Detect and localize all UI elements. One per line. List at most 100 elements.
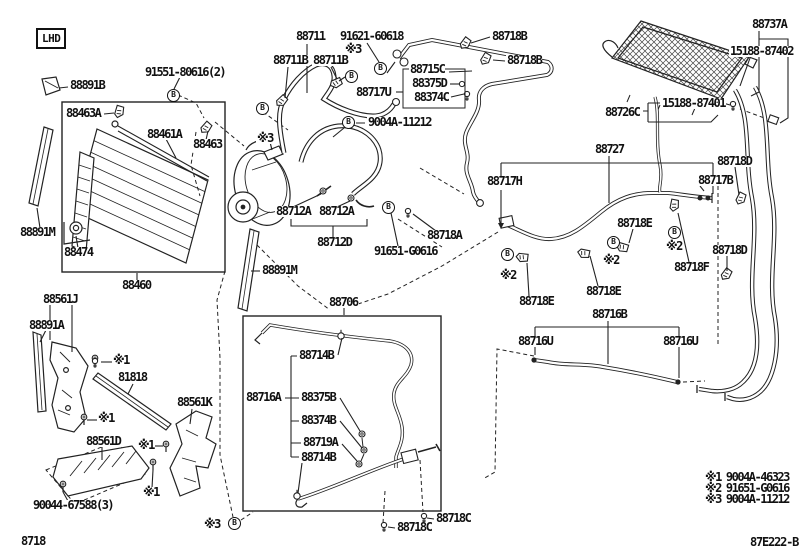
part-label-88474: 88474 <box>63 245 94 259</box>
condenser-assembly <box>61 101 226 273</box>
pipe-88726C <box>653 96 663 193</box>
part-label-88716U-r: 88716U <box>662 334 699 348</box>
part-label-ref3-mid: ※3 <box>256 131 274 145</box>
part-label-88463: 88463 <box>192 137 223 151</box>
part-label-88460: 88460 <box>121 278 152 292</box>
bolt-marker-b-ref2b: B <box>607 236 620 249</box>
page-code: 8718 <box>21 534 46 548</box>
part-label-88717H: 88717H <box>486 174 523 188</box>
part-label-88706: 88706 <box>328 295 359 309</box>
part-label-88375B: 88375B <box>300 390 337 404</box>
part-label-81818: 81818 <box>117 370 148 384</box>
part-label-88718D-b: 88718D <box>711 243 748 257</box>
suction-hose-88712 <box>298 123 383 208</box>
bolt-marker-b-91621: B <box>374 62 387 75</box>
part-label-88718B-1: 88718B <box>491 29 528 43</box>
pipe-88716B <box>531 357 681 385</box>
part-label-88716U-l: 88716U <box>517 334 554 348</box>
part-label-88374B: 88374B <box>300 413 337 427</box>
radiator-support-panel <box>602 20 758 116</box>
legend-symbol: ※3 <box>705 492 722 506</box>
part-label-88718C-l: 88718C <box>396 520 433 534</box>
part-label-88711: 88711 <box>295 29 326 43</box>
part-label-88718E-b: 88718E <box>585 284 622 298</box>
part-label-88714B-b: 88714B <box>300 450 337 464</box>
part-label-88891M-left: 88891M <box>19 225 56 239</box>
part-label-ref3-top: ※3 <box>344 42 362 56</box>
part-label-88463A: 88463A <box>65 106 102 120</box>
legend-symbol: ※2 <box>705 481 722 495</box>
pipe-88727 <box>498 191 713 242</box>
bolt-marker-b-91651: B <box>382 201 395 214</box>
arrow-88717H <box>498 223 504 229</box>
part-label-91651-G0616: 91651-G0616 <box>373 244 438 258</box>
part-label-88717U: 88717U <box>355 85 392 99</box>
part-label-88719A: 88719A <box>302 435 339 449</box>
pad-88891B <box>41 76 61 96</box>
figure-code: 87E222-B <box>750 535 799 549</box>
part-label-ref1-b: ※1 <box>97 411 115 425</box>
part-label-88891A: 88891A <box>28 318 65 332</box>
part-label-91551-80616: 91551-80616(2) <box>144 65 227 79</box>
part-label-88716A: 88716A <box>245 390 282 404</box>
part-label-88718F: 88718F <box>673 260 710 274</box>
part-label-ref1-a: ※1 <box>112 353 130 367</box>
part-label-88737A: 88737A <box>751 17 788 31</box>
part-label-88374C: 88374C <box>413 90 450 104</box>
pipe-88717U <box>392 37 554 207</box>
part-label-ref2-a: ※2 <box>665 239 683 253</box>
part-label-88712A-l: 88712A <box>275 204 312 218</box>
air-deflectors <box>49 341 217 497</box>
part-label-88714B-a: 88714B <box>298 348 335 362</box>
part-label-88718D-t: 88718D <box>716 154 753 168</box>
seal-strips <box>28 126 260 413</box>
compressor <box>227 139 291 226</box>
part-label-88561J: 88561J <box>42 292 79 306</box>
part-label-88727: 88727 <box>594 142 625 156</box>
part-label-9004A-11212: 9004A-11212 <box>367 115 432 129</box>
bolt-marker-b-ref2c: B <box>501 248 514 261</box>
bolt-marker-b-ref3: B <box>256 102 269 115</box>
tube-assy-88706 <box>242 315 442 512</box>
part-label-88717B: 88717B <box>697 173 734 187</box>
part-label-88726C: 88726C <box>604 105 641 119</box>
part-label-88712D: 88712D <box>316 235 353 249</box>
part-label-88718E-c: 88718E <box>518 294 555 308</box>
part-label-88716B: 88716B <box>591 307 628 321</box>
legend-part-number: 9004A-46323 <box>725 470 790 484</box>
part-label-88718E-a: 88718E <box>616 216 653 230</box>
part-label-ref2-c: ※2 <box>499 268 517 282</box>
part-label-88375D: 88375D <box>411 76 448 90</box>
part-label-88461A: 88461A <box>146 127 183 141</box>
part-label-88561D: 88561D <box>85 434 122 448</box>
bolt-marker-b-88711B: B <box>345 70 358 83</box>
part-label-ref3-bottom: ※3 <box>203 517 221 531</box>
part-label-ref1-c: ※1 <box>137 438 155 452</box>
bolt-marker-b-bottom: B <box>228 517 241 530</box>
part-label-88891M-mid: 88891M <box>261 263 298 277</box>
legend-part-number: 9004A-11212 <box>725 492 790 506</box>
part-label-88718A: 88718A <box>426 228 463 242</box>
part-label-90044-67588: 90044-67588(3) <box>32 498 115 512</box>
part-label-ref2-b: ※2 <box>602 253 620 267</box>
part-label-88718B-2: 88718B <box>506 53 543 67</box>
part-label-ref1-d: ※1 <box>142 485 160 499</box>
part-label-15188-87402: 15188-87402 <box>729 44 794 58</box>
legend-symbol: ※1 <box>705 470 722 484</box>
part-label-88711B-r: 88711B <box>312 53 349 67</box>
part-label-88891B: 88891B <box>69 78 106 92</box>
bolt-marker-b-9004A: B <box>342 116 355 129</box>
legend-part-number: 91651-G0616 <box>725 481 790 495</box>
part-label-88715C: 88715C <box>409 62 446 76</box>
part-label-88718C-r: 88718C <box>435 511 472 525</box>
bolt-marker-b-ref2a: B <box>668 226 681 239</box>
part-label-15188-87401: 15188-87401 <box>661 96 726 110</box>
part-label-88711B-l: 88711B <box>272 53 309 67</box>
part-label-88712A-r: 88712A <box>318 204 355 218</box>
lhd-badge: LHD <box>36 28 67 49</box>
